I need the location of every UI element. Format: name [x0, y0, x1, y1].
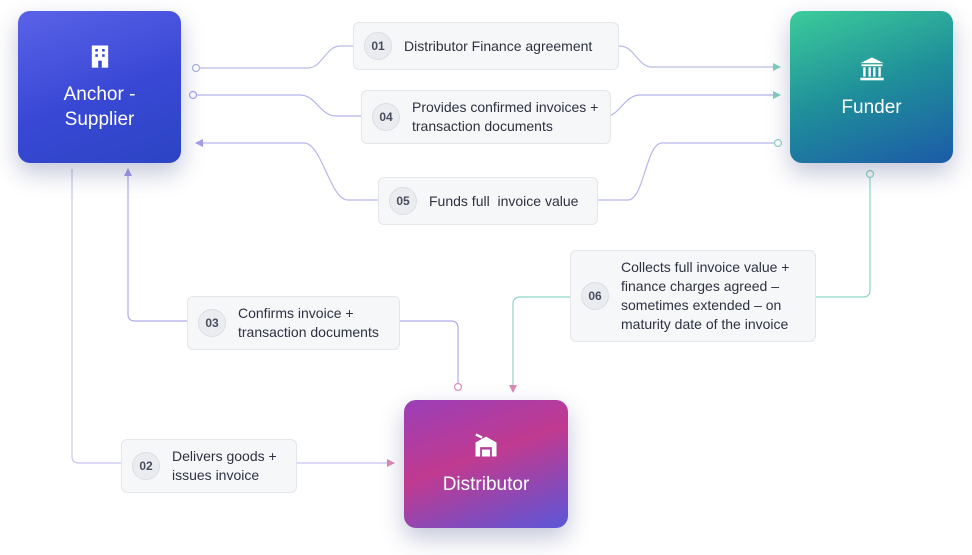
step-04-card: 04 Provides confirmed invoices + transac…: [361, 90, 611, 144]
step-01-card: 01 Distributor Finance agreement: [353, 22, 619, 70]
step-number-badge: 05: [389, 187, 417, 215]
distributor-label: Distributor: [442, 473, 530, 495]
office-building-icon: [91, 45, 108, 68]
step-03-card: 03 Confirms invoice + transaction docume…: [187, 296, 400, 350]
step-number-badge: 01: [364, 32, 392, 60]
bank-icon: [859, 56, 884, 80]
step-number-badge: 06: [581, 282, 609, 310]
warehouse-icon: [475, 433, 497, 456]
step-text: Funds full invoice value: [429, 192, 579, 209]
step-number-badge: 02: [132, 452, 160, 480]
funder-node: Funder: [790, 11, 953, 163]
step-text: Provides confirmed invoices + transactio…: [412, 99, 599, 134]
step-text: Distributor Finance agreement: [404, 37, 593, 54]
connector-02: [71, 169, 395, 467]
connector-01-start-dot: [191, 63, 201, 73]
step-text: Delivers goods + issues invoice: [172, 448, 277, 483]
step-06-card: 06 Collects full invoice value + finance…: [570, 250, 816, 342]
connector-03-start-dot: [453, 382, 463, 392]
step-text: Collects full invoice value + finance ch…: [621, 259, 790, 332]
anchor-supplier-label: Anchor - Supplier: [63, 84, 136, 130]
anchor-supplier-node: Anchor - Supplier: [18, 11, 181, 163]
funder-label: Funder: [841, 96, 902, 118]
step-05-card: 05 Funds full invoice value: [378, 177, 598, 225]
connector-06-start-dot: [865, 169, 875, 179]
step-text: Confirms invoice + transaction documents: [238, 305, 379, 340]
step-02-card: 02 Delivers goods + issues invoice: [121, 439, 297, 493]
connector-05-start-dot: [773, 138, 783, 148]
step-number-badge: 04: [372, 103, 400, 131]
distributor-node: Distributor: [404, 400, 568, 528]
step-number-badge: 03: [198, 309, 226, 337]
connector-04-start-dot: [188, 90, 198, 100]
